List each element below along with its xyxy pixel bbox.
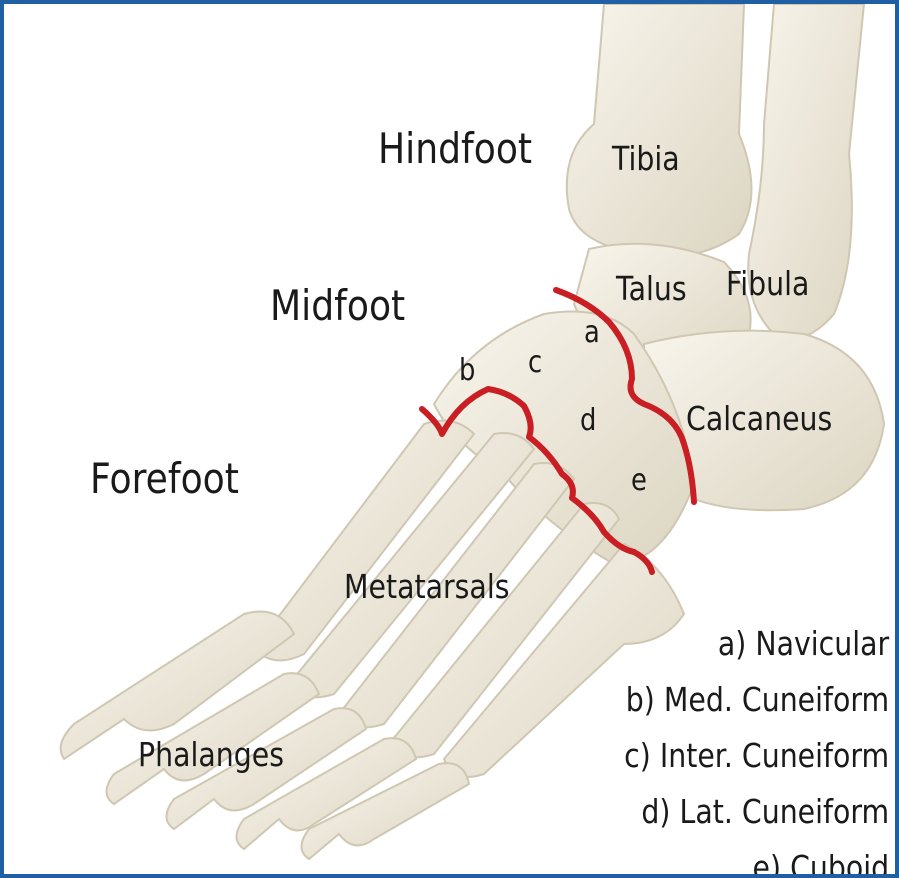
hindfoot-label: Hindfoot — [378, 128, 532, 170]
legend-item-navicular: a) Navicular — [624, 616, 889, 672]
marker-d: d — [580, 406, 596, 436]
tibia-bone — [567, 4, 752, 256]
calcaneus-label: Calcaneus — [686, 402, 832, 435]
tibia-label: Tibia — [612, 142, 680, 175]
legend-item-inter-cuneiform: c) Inter. Cuneiform — [624, 728, 889, 784]
fibula-label: Fibula — [726, 267, 809, 300]
forefoot-label: Forefoot — [90, 458, 239, 500]
talus-label: Talus — [616, 272, 687, 305]
marker-b: b — [459, 356, 475, 386]
legend: a) Navicular b) Med. Cuneiform c) Inter.… — [581, 616, 889, 878]
midfoot-label: Midfoot — [270, 285, 405, 327]
marker-c: c — [528, 348, 542, 378]
metatarsals-label: Metatarsals — [344, 570, 510, 603]
marker-a: a — [584, 318, 600, 348]
legend-item-med-cuneiform: b) Med. Cuneiform — [624, 672, 889, 728]
legend-item-lat-cuneiform: d) Lat. Cuneiform — [624, 784, 889, 840]
marker-e: e — [631, 466, 647, 496]
phalanges-label: Phalanges — [138, 738, 284, 771]
legend-item-cuboid: e) Cuboid — [624, 840, 889, 878]
